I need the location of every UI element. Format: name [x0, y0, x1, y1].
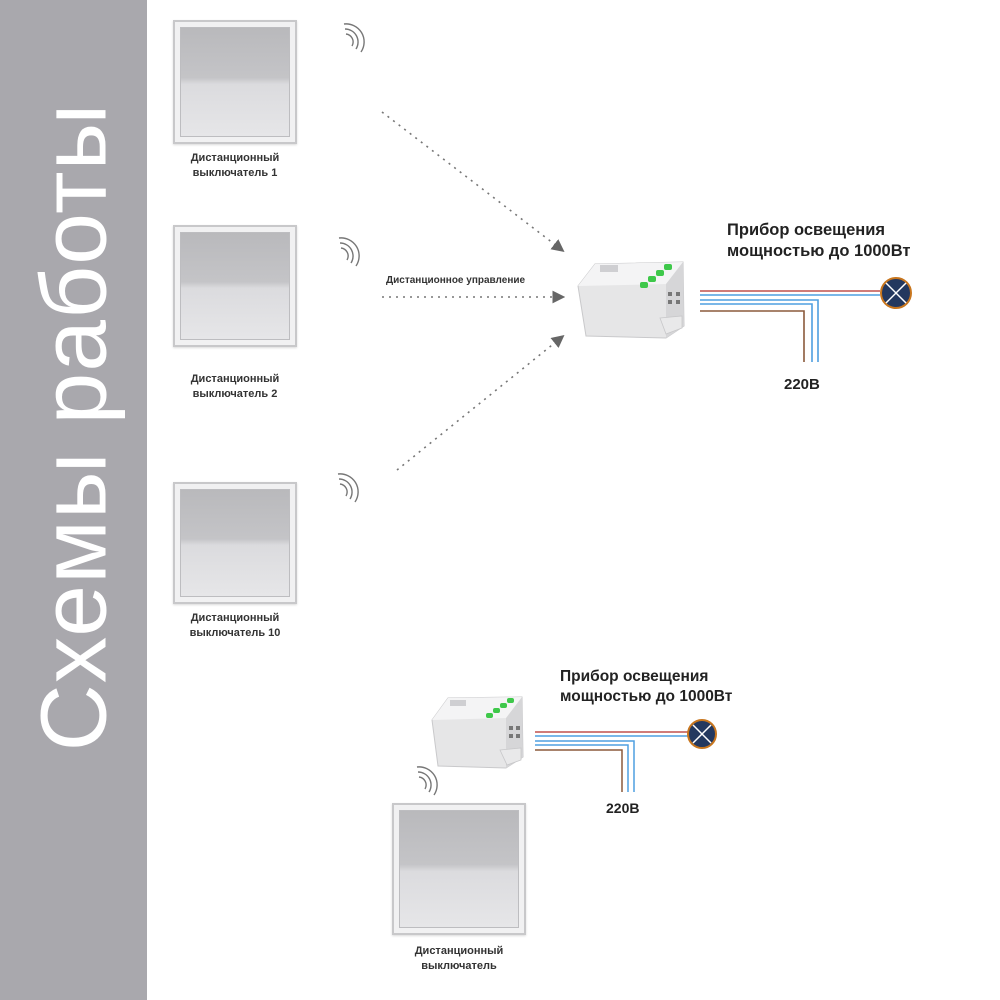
- remote-control-label: Дистанционное управление: [386, 275, 526, 286]
- signal-arrow-10: [396, 334, 565, 471]
- top-load-line2: мощностью до 1000Вт: [727, 242, 911, 260]
- switch-10-caption: Дистанционный выключатель 10: [160, 611, 310, 641]
- single-switch-caption-line2: выключатель: [421, 960, 497, 972]
- top-wiring: [700, 290, 880, 362]
- single-switch-caption-line1: Дистанционный: [414, 945, 504, 957]
- switch-1-caption-line2: выключатель 1: [192, 167, 278, 179]
- switch-plate: [180, 27, 290, 137]
- terminal-led: [486, 713, 493, 718]
- single-switch-caption: Дистанционный выключатель: [382, 944, 536, 974]
- bottom-voltage-label: 220В: [606, 800, 640, 816]
- receiver-module: [577, 261, 685, 339]
- switch-10-caption-line1: Дистанционный: [190, 612, 280, 624]
- terminal-led: [640, 282, 648, 288]
- switch-2-caption: Дистанционный выключатель 2: [160, 372, 310, 402]
- lamp-icon: [880, 277, 912, 309]
- switch-2-caption-line1: Дистанционный: [190, 373, 280, 385]
- terminal-led: [500, 703, 507, 708]
- remote-switch-10: [173, 482, 297, 604]
- bottom-load-heading: Прибор освещения мощностью до 1000Вт: [560, 667, 732, 707]
- wireless-signal-icon: [416, 766, 438, 796]
- bottom-load-line1: Прибор освещения: [560, 668, 709, 685]
- terminal-led: [507, 698, 514, 703]
- sidebar: Схемы работы: [0, 0, 147, 1000]
- top-voltage-label: 220В: [784, 376, 820, 393]
- switch-1-caption: Дистанционный выключатель 1: [160, 151, 310, 181]
- bottom-load-line2: мощностью до 1000Вт: [560, 688, 733, 705]
- terminal-led: [493, 708, 500, 713]
- switch-plate: [180, 489, 290, 597]
- switch-1-caption-line1: Дистанционный: [190, 152, 280, 164]
- wireless-signal-icon: [337, 473, 359, 503]
- signal-arrow-1: [381, 111, 565, 252]
- switch-10-caption-line2: выключатель 10: [189, 627, 281, 639]
- remote-switch-2: [173, 225, 297, 347]
- terminal-led: [664, 264, 672, 270]
- switch-2-caption-line2: выключатель 2: [192, 388, 278, 400]
- bottom-wiring: [535, 731, 688, 792]
- wireless-signal-icon: [338, 237, 360, 267]
- remote-switch-1: [173, 20, 297, 144]
- lamp-icon: [687, 719, 717, 749]
- terminal-led: [648, 276, 656, 282]
- wireless-signal-icon: [343, 23, 365, 53]
- remote-switch-single: [392, 803, 526, 935]
- top-load-heading: Прибор освещения мощностью до 1000Вт: [727, 220, 911, 262]
- receiver-module: [431, 696, 524, 769]
- terminal-led: [656, 270, 664, 276]
- switch-plate: [180, 232, 290, 340]
- top-load-line1: Прибор освещения: [727, 221, 885, 239]
- switch-plate: [399, 810, 519, 928]
